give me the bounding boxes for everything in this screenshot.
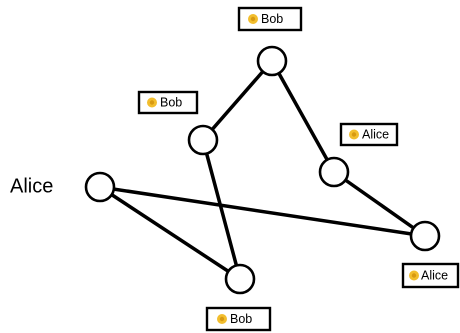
edge-n6-n1: [98, 185, 427, 238]
node-n1: [84, 171, 116, 203]
node-tag-label: Bob: [160, 95, 182, 109]
node-tag-label: Bob: [230, 312, 252, 326]
node-tag-bob-top: Bob: [237, 6, 303, 32]
node-tag-bob-upper-left: Bob: [137, 90, 199, 115]
node-n4: [256, 45, 288, 77]
node-tag-alice-bottom: Bob: [205, 306, 272, 332]
node-n5: [318, 156, 350, 188]
node-n6: [409, 220, 441, 252]
node-label-alice-left: Alice: [10, 175, 53, 197]
edge-n3-n4: [201, 59, 274, 142]
nodes: [84, 45, 441, 295]
node-tag-bob-right: Alice: [339, 122, 399, 147]
edge-n2-n3: [201, 138, 242, 281]
edge-n4-n5: [270, 59, 336, 174]
node-n3: [187, 124, 219, 156]
node-tag-label: Bob: [261, 12, 283, 26]
edge-n5-n6: [332, 170, 427, 238]
edges: [98, 59, 427, 281]
node-tag-label: Alice: [421, 268, 448, 282]
edge-n1-n2: [98, 185, 242, 281]
node-tag-alice-lower-right: Alice: [401, 262, 460, 289]
node-tag-label: Alice: [362, 127, 389, 141]
node-n2: [224, 263, 256, 295]
